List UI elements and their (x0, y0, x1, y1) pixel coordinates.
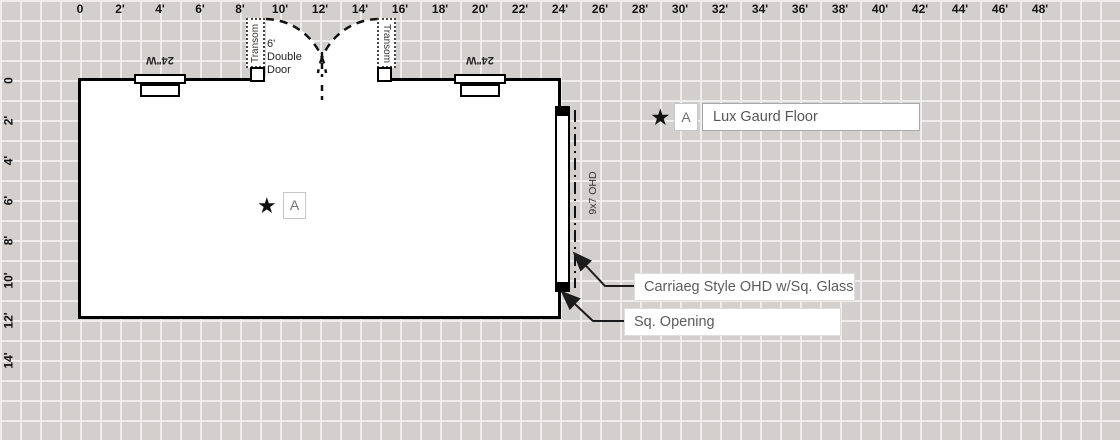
ruler-top-label: 14' (351, 2, 369, 16)
ruler-top-label: 46' (991, 2, 1009, 16)
window-right-label: 24"W (466, 54, 494, 66)
window-left-label: 24"W (146, 54, 174, 66)
floor-note-star-icon[interactable]: ★ (650, 104, 671, 130)
ruler-top-label: 6' (195, 2, 205, 16)
ruler-top-label: 48' (1031, 2, 1049, 16)
ruler-top-label: 42' (911, 2, 929, 16)
transom-left[interactable]: Transom (246, 18, 265, 68)
floor-note-badge[interactable]: A (674, 103, 698, 131)
transom-right[interactable]: Transom (377, 18, 396, 68)
ruler-top-label: 32' (711, 2, 729, 16)
floor-note-input[interactable]: Lux Gaurd Floor (702, 103, 920, 131)
ruler-left-label: 6' (1, 195, 16, 206)
leader-opening (560, 290, 624, 322)
ruler-top-label: 10' (271, 2, 289, 16)
ruler-top-label: 28' (631, 2, 649, 16)
ruler-top-label: 2' (115, 2, 125, 16)
ruler-left-label: 14' (1, 352, 16, 369)
callout-opening[interactable]: Sq. Opening (624, 308, 841, 336)
ruler-top-label: 36' (791, 2, 809, 16)
ruler-top-label: 20' (471, 2, 489, 16)
ruler-top-label: 40' (871, 2, 889, 16)
callout-ohd[interactable]: Carriaeg Style OHD w/Sq. Glass (634, 273, 855, 301)
leader-ohd (572, 251, 634, 287)
ruler-top-label: 16' (391, 2, 409, 16)
double-door-label: 6' Double Door (267, 38, 302, 77)
building-outline[interactable] (78, 78, 561, 319)
ruler-top-label: 12' (311, 2, 329, 16)
ruler-left-label: 10' (1, 272, 16, 289)
window-right-sill[interactable] (460, 84, 500, 97)
ruler-left-label: 0 (1, 77, 16, 84)
interior-star-icon[interactable]: ★ (257, 193, 277, 218)
ruler-top-label: 4' (155, 2, 165, 16)
ruler-top-label: 0 (76, 2, 84, 16)
ruler-top-label: 24' (551, 2, 569, 16)
door-jamb-right (377, 67, 392, 82)
door-opening-gap (250, 77, 392, 83)
door-jamb-left (250, 67, 265, 82)
ruler-left-label: 12' (1, 312, 16, 329)
door-arc-right (316, 17, 379, 74)
ohd-jamb-bottom (555, 284, 570, 292)
door-sweep-right (316, 19, 378, 81)
ruler-top-label: 8' (235, 2, 245, 16)
ruler-left-label: 4' (1, 155, 16, 166)
ruler-top-label: 18' (431, 2, 449, 16)
ruler-top-label: 44' (951, 2, 969, 16)
ruler-left-label: 2' (1, 115, 16, 126)
ruler-top-label: 38' (831, 2, 849, 16)
window-left[interactable] (134, 74, 186, 84)
ohd-label: 9x7 OHD (587, 171, 599, 215)
ruler-top-label: 26' (591, 2, 609, 16)
window-left-sill[interactable] (140, 84, 180, 97)
window-right[interactable] (454, 74, 506, 84)
interior-marker-badge[interactable]: A (283, 192, 306, 219)
transom-right-label: Transom (381, 23, 392, 63)
ruler-top-label: 22' (511, 2, 529, 16)
ohd-jamb-top (555, 106, 570, 114)
ohd-panel[interactable] (555, 114, 570, 284)
ruler-top-label: 30' (671, 2, 689, 16)
transom-left-label: Transom (250, 23, 261, 63)
ruler-left-label: 8' (1, 235, 16, 246)
ruler-top-label: 34' (751, 2, 769, 16)
